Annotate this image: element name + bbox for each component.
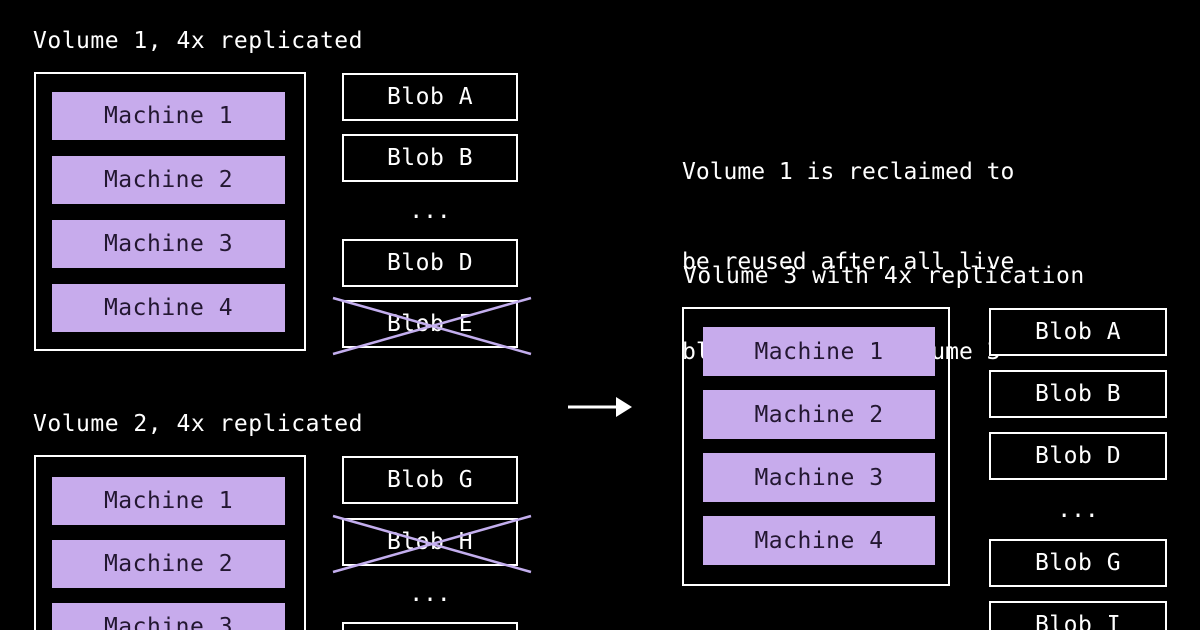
blob-box: Blob I bbox=[989, 601, 1167, 630]
note-line: be reused after all live bbox=[682, 249, 1015, 275]
volume1-blob-list: Blob A Blob B ... Blob D Blob E bbox=[332, 73, 532, 356]
volume1-title: Volume 1, 4x replicated bbox=[33, 28, 363, 54]
volume2-title: Volume 2, 4x replicated bbox=[33, 411, 363, 437]
volume1-box: Machine 1 Machine 2 Machine 3 Machine 4 bbox=[34, 72, 306, 351]
blob-label: Blob B bbox=[1034, 381, 1122, 407]
volume3-blob-list: Blob A Blob B Blob D ... Blob G Blob I bbox=[989, 308, 1167, 630]
blob-label: Blob I bbox=[1034, 612, 1122, 630]
blob-label: Blob G bbox=[1034, 550, 1122, 576]
machine-box: Machine 4 bbox=[52, 284, 285, 332]
blob-box: Blob D bbox=[989, 432, 1167, 480]
volume3-box: Machine 1 Machine 2 Machine 3 Machine 4 bbox=[682, 307, 950, 586]
volume2-blob-list: Blob G Blob H ... bbox=[332, 456, 532, 630]
blob-label: Blob H bbox=[386, 529, 474, 555]
blob-label: Blob D bbox=[386, 250, 474, 276]
blob-box: Blob G bbox=[342, 456, 518, 504]
blob-label: Blob G bbox=[386, 467, 474, 493]
volume3-title: Volume 3 with 4x replication bbox=[683, 263, 1085, 289]
blob-label: Blob E bbox=[386, 311, 474, 337]
note-line: Volume 1 is reclaimed to bbox=[682, 159, 1015, 185]
blob-box-crossed: Blob H bbox=[332, 514, 532, 574]
volume2-box: Machine 1 Machine 2 Machine 3 bbox=[34, 455, 306, 630]
ellipsis-text: ... bbox=[409, 197, 451, 224]
machine-box: Machine 3 bbox=[52, 603, 285, 630]
arrow-right-icon bbox=[568, 397, 632, 417]
blob-box: Blob D bbox=[342, 239, 518, 287]
blob-box bbox=[342, 622, 518, 630]
blob-box: Blob A bbox=[989, 308, 1167, 356]
machine-box: Machine 1 bbox=[703, 327, 935, 376]
blob-box: Blob B bbox=[342, 134, 518, 182]
machine-box: Machine 3 bbox=[52, 220, 285, 268]
blob-label: Blob A bbox=[386, 84, 474, 110]
machine-box: Machine 4 bbox=[703, 516, 935, 565]
machine-box: Machine 3 bbox=[703, 453, 935, 502]
blob-label: Blob D bbox=[1034, 443, 1122, 469]
machine-box: Machine 2 bbox=[703, 390, 935, 439]
blob-box: Blob B bbox=[989, 370, 1167, 418]
blob-label: Blob B bbox=[386, 145, 474, 171]
blob-label: Blob A bbox=[1034, 319, 1122, 345]
ellipsis-text: ... bbox=[1057, 496, 1099, 523]
blob-box: Blob G bbox=[989, 539, 1167, 587]
machine-box: Machine 2 bbox=[52, 156, 285, 204]
machine-box: Machine 2 bbox=[52, 540, 285, 588]
blob-box-crossed: Blob E bbox=[332, 296, 532, 356]
machine-box: Machine 1 bbox=[52, 92, 285, 140]
machine-box: Machine 1 bbox=[52, 477, 285, 525]
blob-box: Blob A bbox=[342, 73, 518, 121]
ellipsis-text: ... bbox=[409, 581, 451, 607]
